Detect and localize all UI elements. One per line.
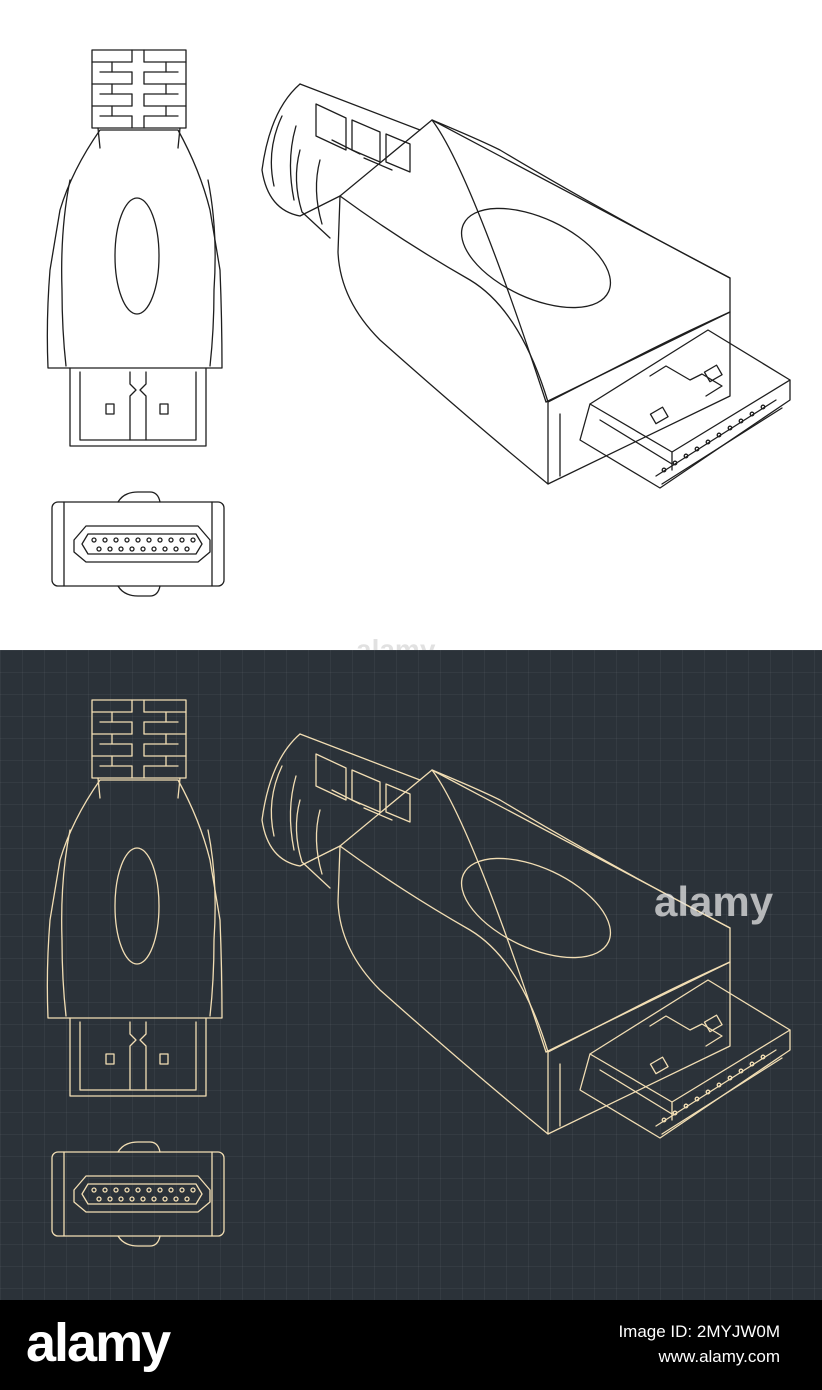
dark-blueprint-panel: alamy <box>0 650 822 1300</box>
end-view-connector <box>51 491 225 597</box>
image-id-label: Image ID: 2MYJW0M <box>618 1322 780 1341</box>
footer-bar <box>0 1300 822 1390</box>
dark-drawing <box>46 699 791 1247</box>
watermark-text: alamy <box>356 634 436 650</box>
brand-logo: alamy <box>26 1313 171 1373</box>
end-view-connector <box>51 1141 225 1247</box>
light-drawing <box>46 49 791 597</box>
isometric-view-connector <box>261 733 791 1139</box>
light-blueprint-panel: alamy <box>0 0 822 650</box>
front-view-connector <box>46 699 223 1097</box>
front-view-connector <box>46 49 223 447</box>
isometric-view-connector <box>261 83 791 489</box>
watermark-text: alamy <box>654 878 774 925</box>
site-url-label: www.alamy.com <box>658 1347 780 1366</box>
